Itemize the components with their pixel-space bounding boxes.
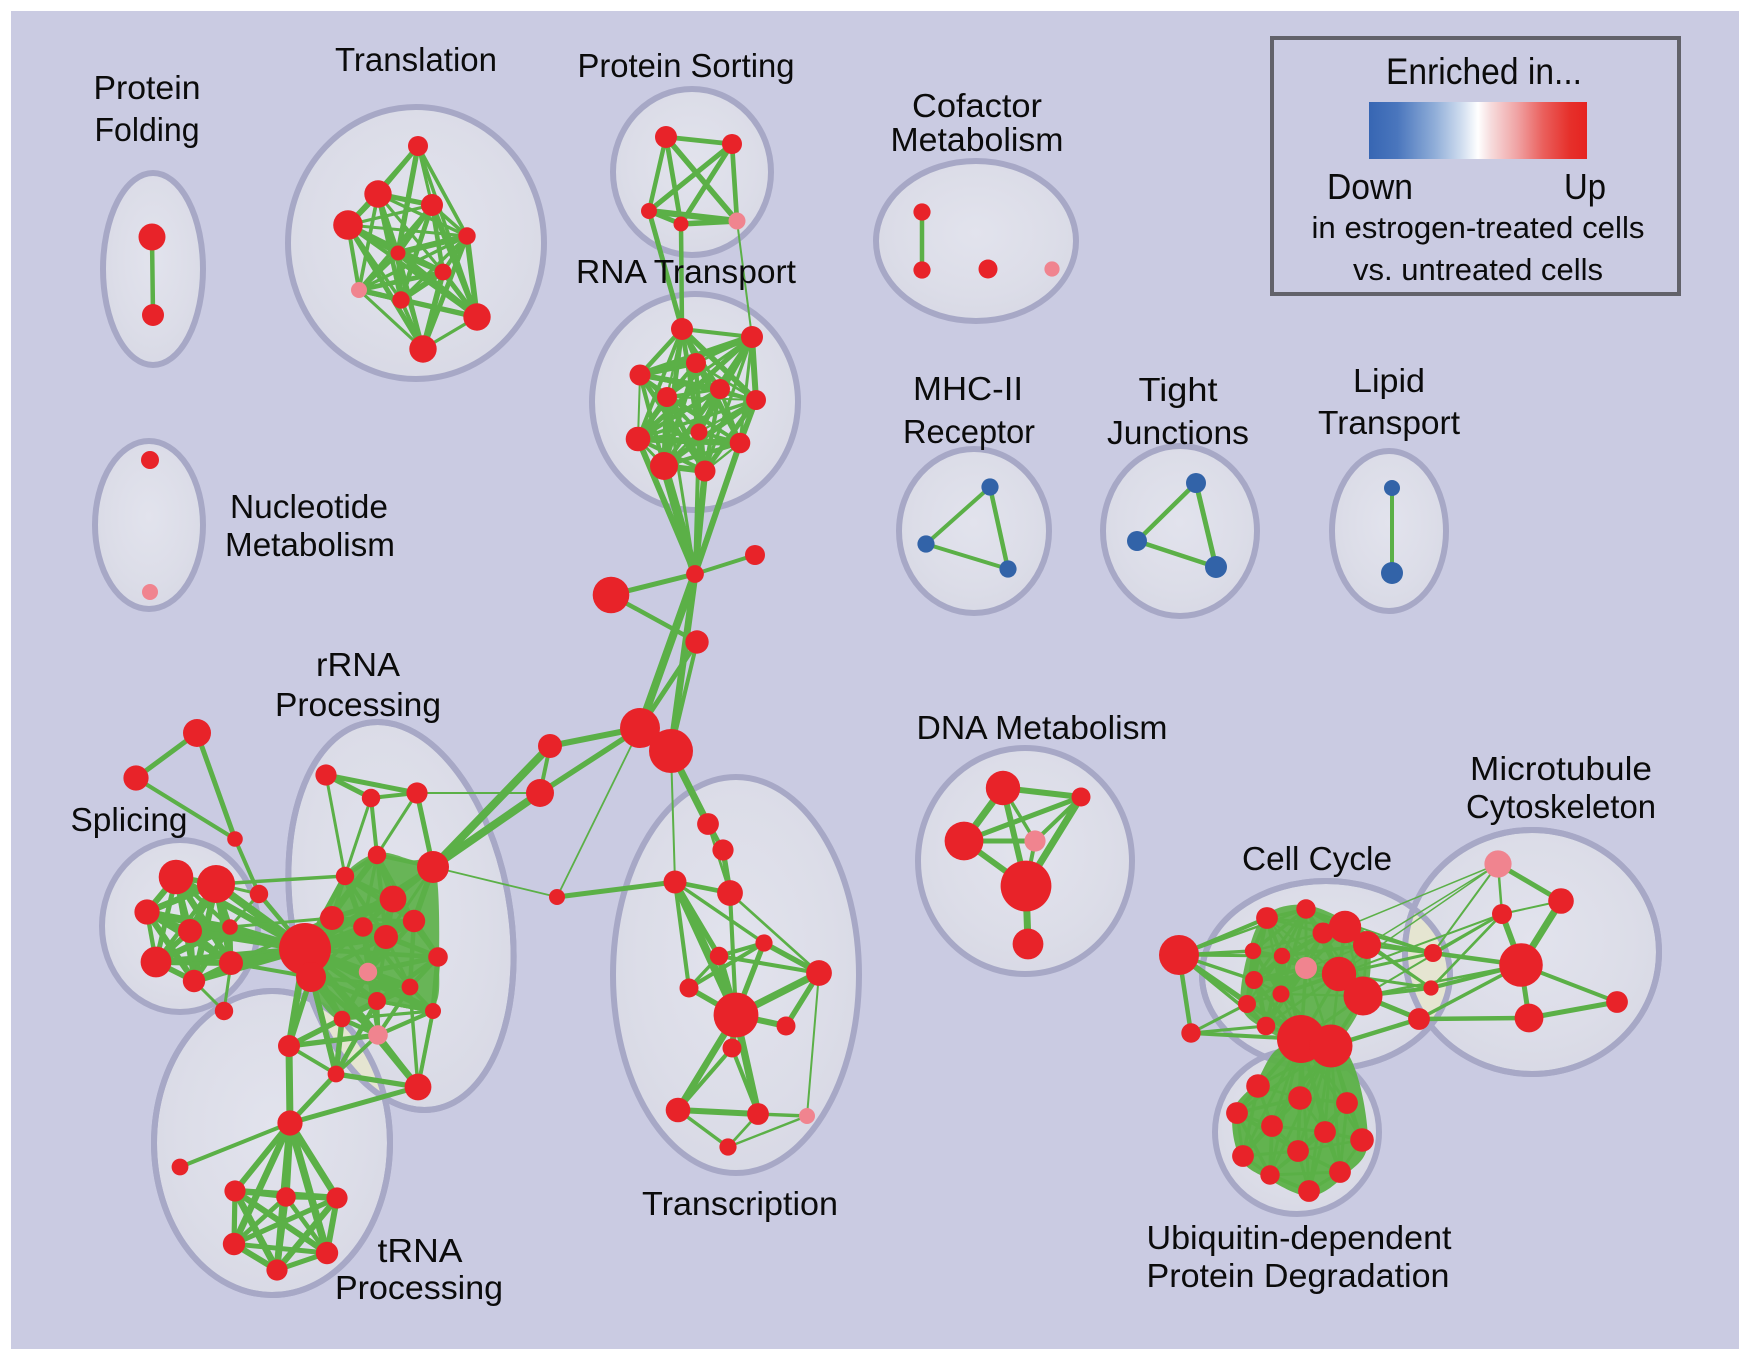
svg-text:Nucleotide: Nucleotide <box>230 488 388 525</box>
svg-text:Protein Degradation: Protein Degradation <box>1147 1257 1450 1294</box>
svg-text:vs. untreated cells: vs. untreated cells <box>1353 252 1603 287</box>
svg-text:Cytoskeleton: Cytoskeleton <box>1466 788 1656 825</box>
svg-text:Ubiquitin-dependent: Ubiquitin-dependent <box>1147 1219 1452 1256</box>
svg-text:Processing: Processing <box>335 1269 503 1306</box>
svg-text:Tight: Tight <box>1139 371 1218 408</box>
svg-text:Cofactor: Cofactor <box>912 87 1042 124</box>
svg-text:Lipid: Lipid <box>1353 362 1425 399</box>
svg-text:MHC-II: MHC-II <box>913 370 1023 407</box>
svg-text:Metabolism: Metabolism <box>225 526 395 563</box>
svg-text:rRNA: rRNA <box>316 646 400 683</box>
svg-text:Splicing: Splicing <box>71 801 188 838</box>
svg-text:Microtubule: Microtubule <box>1470 750 1652 787</box>
svg-text:Processing: Processing <box>275 686 441 723</box>
svg-text:RNA Transport: RNA Transport <box>576 253 796 290</box>
svg-text:Protein: Protein <box>94 69 201 106</box>
svg-text:Protein Sorting: Protein Sorting <box>578 47 795 84</box>
svg-text:in estrogen-treated cells: in estrogen-treated cells <box>1312 210 1645 245</box>
svg-text:Down: Down <box>1327 166 1413 207</box>
svg-text:Receptor: Receptor <box>903 413 1035 450</box>
svg-text:Up: Up <box>1564 166 1606 207</box>
svg-text:Transcription: Transcription <box>642 1185 838 1222</box>
svg-text:Enriched in...: Enriched in... <box>1386 51 1582 92</box>
svg-text:Metabolism: Metabolism <box>891 121 1064 158</box>
svg-text:DNA Metabolism: DNA Metabolism <box>917 709 1168 746</box>
svg-text:Junctions: Junctions <box>1107 414 1249 451</box>
svg-text:tRNA: tRNA <box>378 1232 463 1269</box>
svg-text:Folding: Folding <box>95 111 200 148</box>
svg-text:Translation: Translation <box>335 41 497 78</box>
svg-text:Transport: Transport <box>1318 404 1460 441</box>
svg-text:Cell Cycle: Cell Cycle <box>1242 840 1392 877</box>
